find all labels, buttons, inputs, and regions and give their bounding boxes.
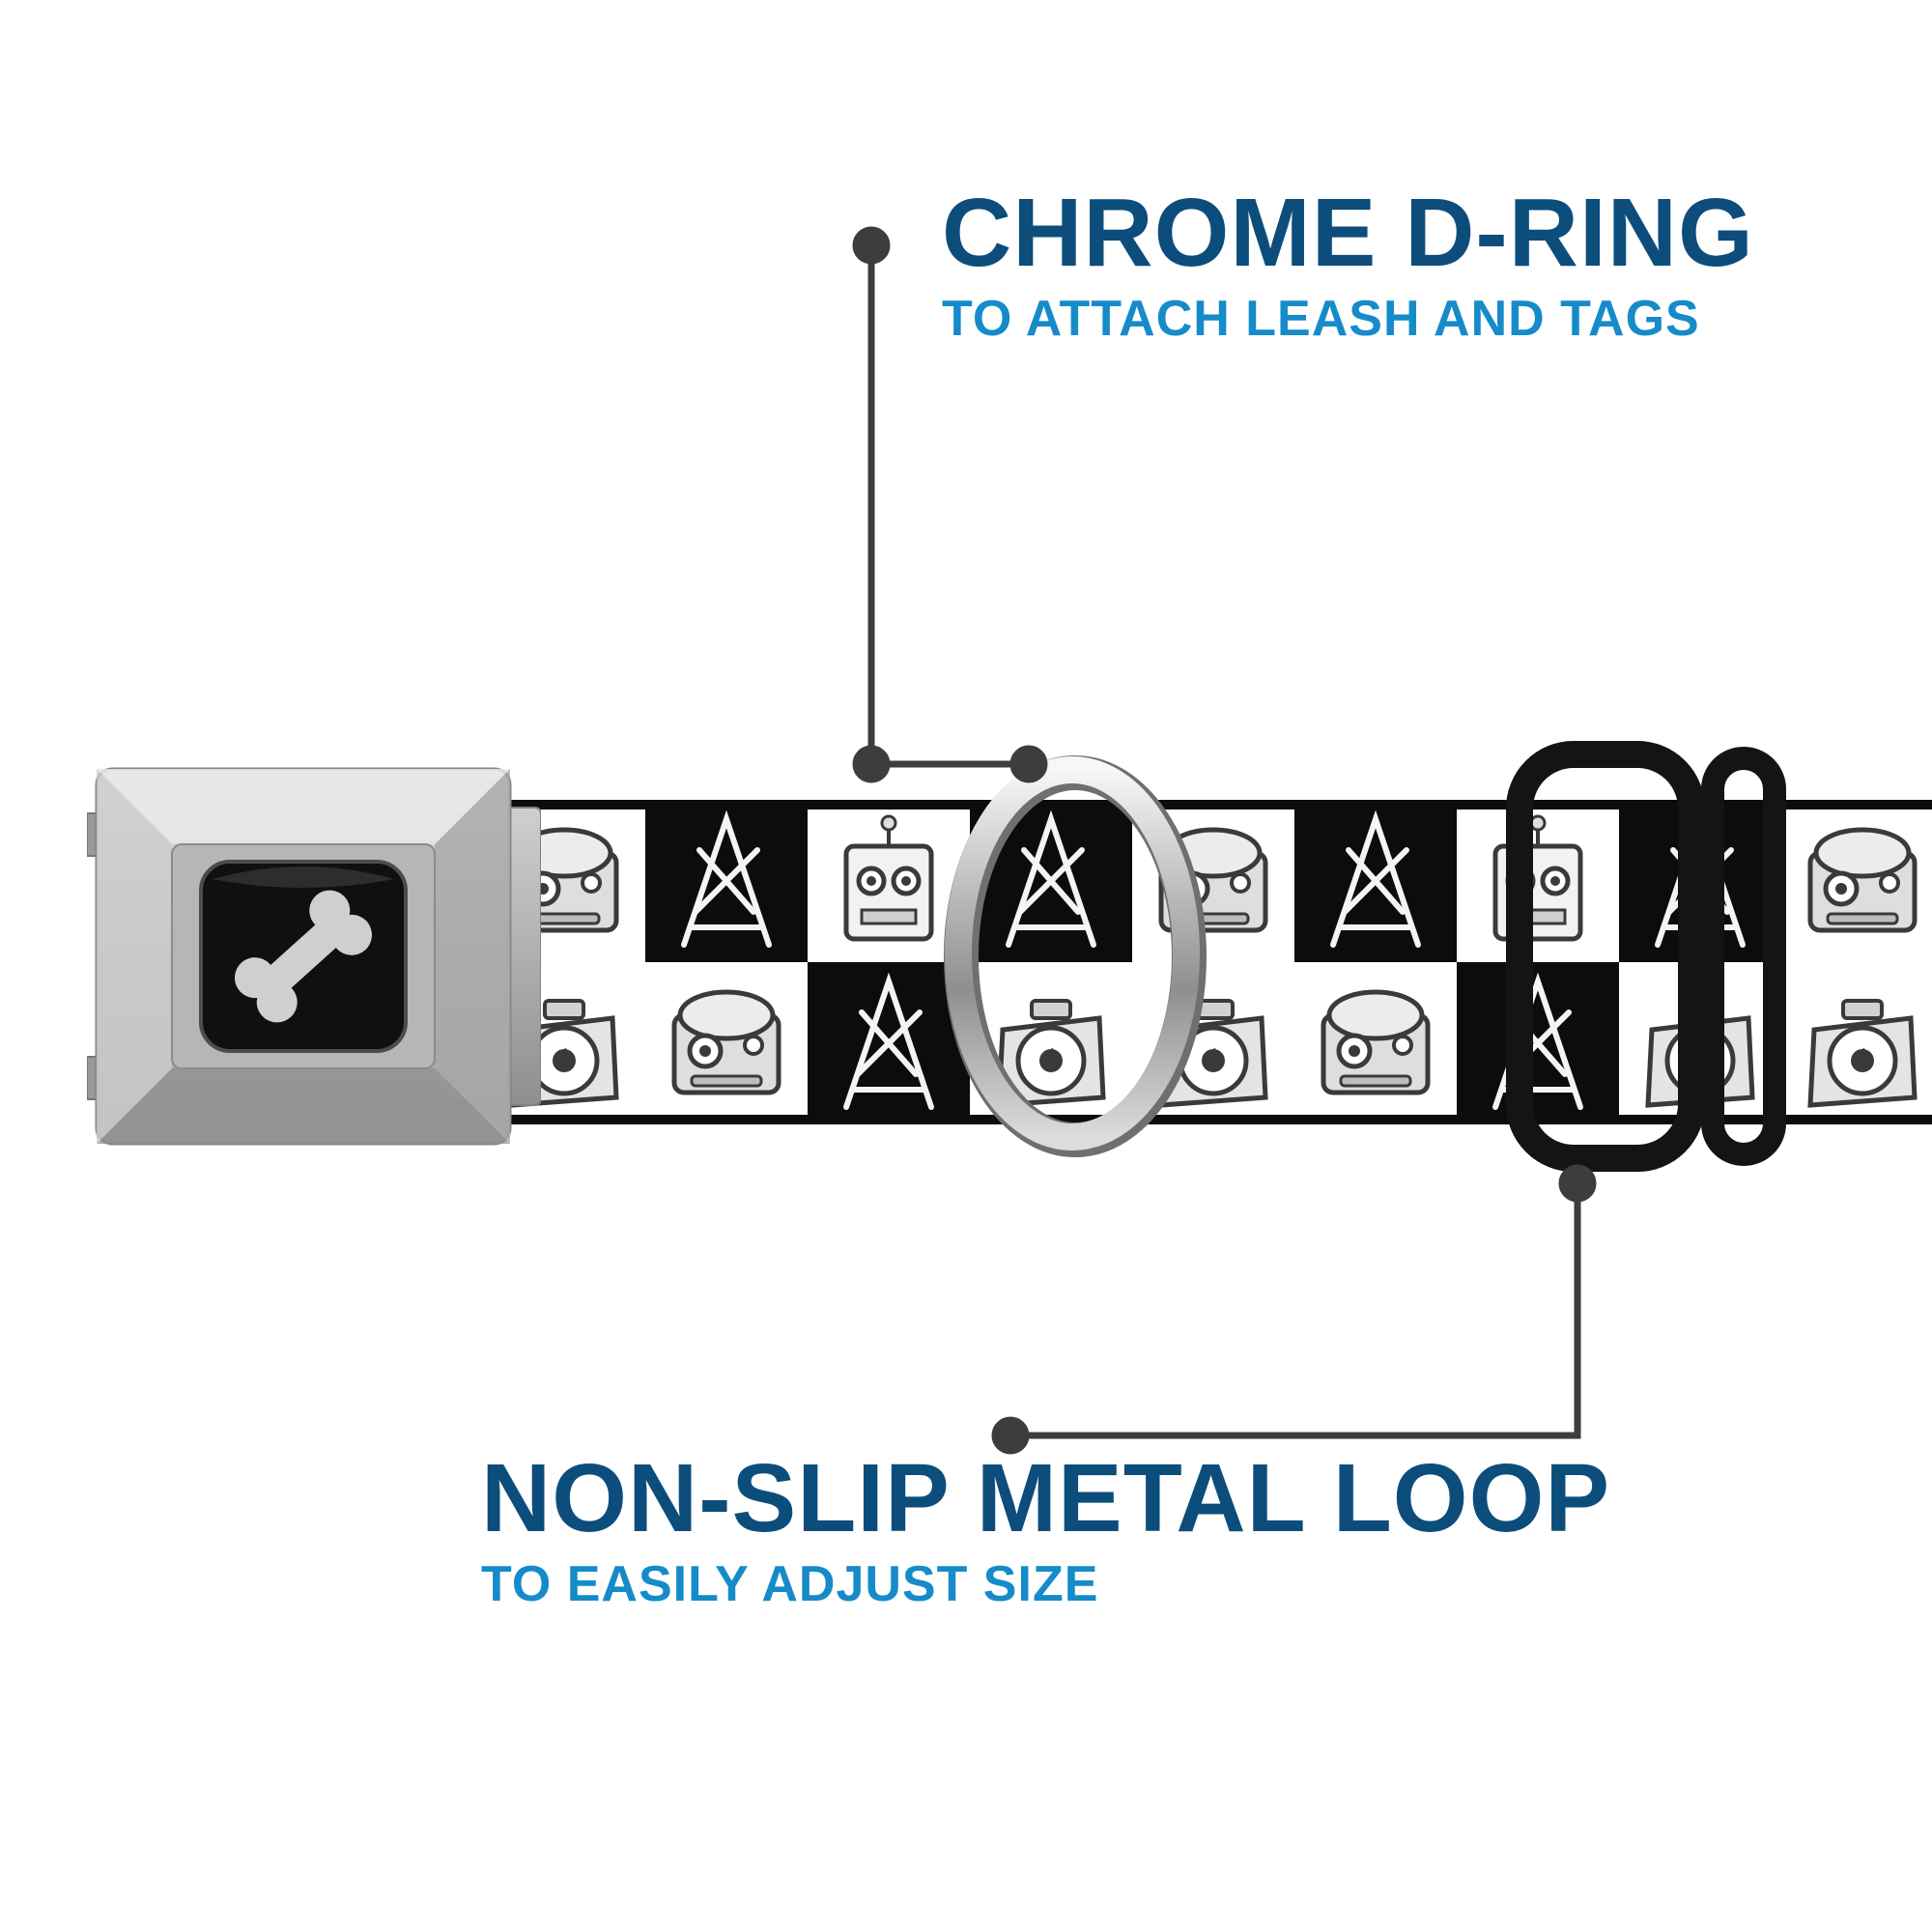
seatbelt-buckle [86,763,542,1150]
non-slip-metal-loop [1502,739,1792,1174]
metal-loop-subtitle: TO EASILY ADJUST SIZE [481,1556,1099,1612]
annotation-d-ring: CHROME D-RING TO ATTACH LEASH AND TAGS [942,184,1754,347]
d-ring-subtitle: TO ATTACH LEASH AND TAGS [942,291,1700,347]
callout-metal-loop [991,1164,1597,1455]
chrome-d-ring [923,749,1222,1164]
d-ring-icon [944,755,1207,1157]
metal-loop-icon [1506,741,1786,1172]
buckle-graphic [86,767,542,1146]
d-ring-title: CHROME D-RING [942,179,1754,287]
dog-bone-icon [234,890,373,1023]
annotation-metal-loop: NON-SLIP METAL LOOP TO EASILY ADJUST SIZ… [481,1449,1610,1612]
metal-loop-title: NON-SLIP METAL LOOP [481,1444,1611,1552]
